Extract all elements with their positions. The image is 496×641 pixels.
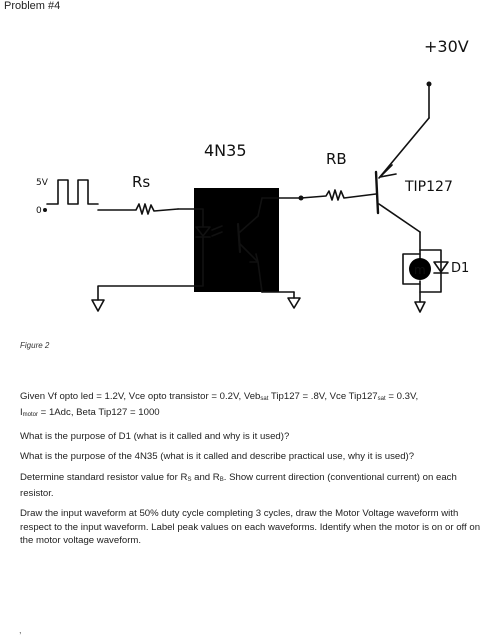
optocoupler-label: 4N35 — [204, 141, 247, 160]
optocoupler-outline — [194, 188, 279, 292]
ground-icon — [287, 297, 301, 309]
question-4n35-purpose: What is the purpose of the 4N35 (what is… — [20, 451, 415, 463]
ground-icon — [91, 299, 105, 312]
problem-title: Problem #4 — [4, 0, 61, 12]
opto-output-node — [298, 195, 304, 201]
circuit-figure: +30V TIP127 RB m D1 5V 0 Rs 4N35 — [36, 37, 469, 313]
led-ground-wire — [97, 267, 204, 301]
motor-label: m — [414, 263, 426, 277]
question-block: Given Vf opto led = 1.2V, Vce opto trans… — [20, 390, 482, 555]
question-d1-purpose: What is the purpose of D1 (what is it ca… — [20, 430, 290, 442]
ground-icon — [414, 301, 426, 313]
supply-node — [426, 81, 432, 87]
pulse-low-label: 0 — [36, 206, 42, 216]
rs-label: Rs — [132, 173, 150, 191]
opto-led — [177, 208, 223, 269]
rb-label: RB — [326, 150, 347, 168]
figure-caption: Figure 2 — [20, 341, 50, 350]
pulse-high-label: 5V — [36, 178, 49, 188]
transistor-label: TIP127 — [404, 179, 453, 195]
rs-resistor — [97, 203, 179, 215]
footer-mark: , — [19, 625, 22, 635]
diode-d1 — [419, 249, 449, 293]
question-waveforms: Draw the input waveform at 50% duty cycl… — [20, 508, 481, 547]
pulse-waveform — [46, 179, 99, 205]
tip127-transistor — [374, 117, 430, 259]
rb-resistor — [300, 189, 377, 201]
diode-label: D1 — [451, 261, 469, 276]
supply-label: +30V — [424, 37, 469, 56]
input-node — [43, 208, 47, 212]
question-resistor-values: Determine standard resistor value for RS… — [20, 471, 457, 500]
given-values: Given Vf opto led = 1.2V, Vce opto trans… — [20, 391, 419, 419]
motor — [402, 253, 431, 285]
opto-transistor — [236, 197, 302, 293]
